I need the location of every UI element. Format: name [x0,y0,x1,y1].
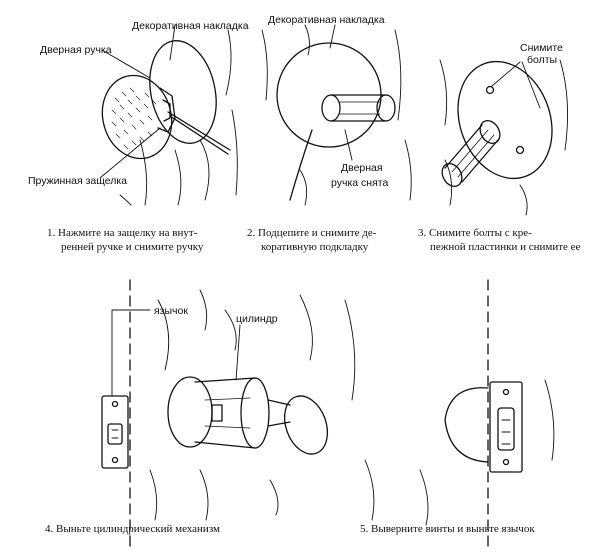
caption-step-2-line-2: коративную подкладку [261,241,369,253]
panel-4-drawing [102,280,374,550]
label-decorative-plate-2: Декоративная накладка [268,14,385,26]
door-knob-1 [93,68,180,167]
bolt-hole-bottom [517,147,524,154]
caption-step-1-line-2: ренней ручке и снимите ручку [61,241,204,253]
label-remove-bolts-1: Снимите [520,42,563,54]
caption-step-5: 5. Выверните винты и выньте язычок [360,522,535,536]
caption-step-1-line-1: 1. Нажмите на защелку на внут- [47,227,198,239]
label-spring-latch: Пружинная защелка [28,175,128,187]
panel-1-drawing [93,25,237,205]
label-decorative-plate-1: Декоративная накладка [132,20,249,32]
panel-3-drawing [438,48,568,215]
caption-step-4-line-1: 4. Выньте цилиндрический механизм [45,523,220,535]
panel-2-drawing [262,25,411,205]
label-handle-removed-1: Дверная [341,162,383,174]
caption-step-3: 3. Снимите болты с кре- пежной пластинки… [418,226,580,254]
bolt-hole-top [487,87,494,94]
caption-step-1: 1. Нажмите на защелку на внут- ренней ру… [47,226,203,254]
caption-step-2: 2. Подцепите и снимите де- коративную по… [247,226,376,254]
caption-step-3-line-1: 3. Снимите болты с кре- [418,227,532,239]
label-remove-bolts-2: болты [527,54,558,66]
caption-step-3-line-2: пежной пластинки и снимите ее [430,241,581,253]
caption-step-5-line-1: 5. Выверните винты и выньте язычок [360,523,535,535]
label-cylinder: цилиндр [236,313,278,325]
cylinder-body [241,378,269,448]
door-knob-2 [277,390,335,460]
label-door-handle: Дверная ручка [40,44,112,56]
mounting-plate [442,48,568,192]
latch-faceplate-1 [102,396,128,468]
decorative-plate-1 [141,34,225,149]
latch-faceplate-2 [490,382,522,472]
panel-5-drawing [420,280,554,550]
caption-step-2-line-1: 2. Подцепите и снимите де- [247,227,377,239]
caption-step-4: 4. Выньте цилиндрический механизм [45,522,220,536]
label-handle-removed-2: ручка снята [331,177,389,189]
label-tongue: язычок [154,305,188,317]
